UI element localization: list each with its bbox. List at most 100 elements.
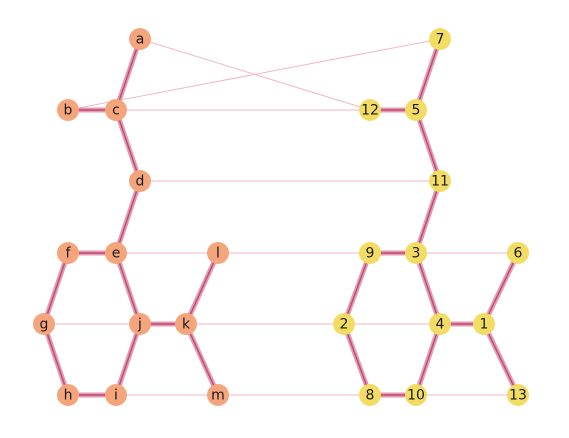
node-label-a: a [136, 32, 145, 48]
node-label-12: 12 [361, 103, 379, 119]
node-circle-a [129, 28, 151, 50]
node-3: 3 [405, 242, 427, 264]
node-label-g: g [40, 317, 49, 333]
node-circle-g [33, 313, 55, 335]
node-d: d [129, 170, 151, 192]
node-11: 11 [429, 170, 451, 192]
node-circle-j [129, 313, 151, 335]
node-label-i: i [114, 388, 118, 404]
node-circle-8 [359, 384, 381, 406]
node-label-d: d [136, 174, 145, 190]
edge-g-h [41, 321, 71, 398]
node-circle-2 [333, 313, 355, 335]
node-label-b: b [64, 103, 73, 119]
node-circle-4 [429, 313, 451, 335]
node-label-11: 11 [431, 174, 449, 190]
node-g: g [33, 313, 55, 335]
node-label-k: k [182, 317, 191, 333]
node-circle-6 [507, 242, 529, 264]
edge-11-3 [413, 178, 443, 256]
node-circle-9 [359, 242, 381, 264]
node-label-3: 3 [412, 246, 421, 262]
node-e: e [105, 242, 127, 264]
node-label-6: 6 [514, 246, 523, 262]
node-circle-e [105, 242, 127, 264]
edge-k-m [183, 321, 221, 398]
node-label-9: 9 [366, 246, 375, 262]
edges-layer [41, 36, 521, 398]
edge-e-j [113, 250, 143, 327]
edge-2-8 [341, 321, 373, 398]
node-circle-i [105, 384, 127, 406]
node-circle-f [57, 242, 79, 264]
edge-c-d [113, 107, 143, 184]
edge-k-l [183, 250, 221, 327]
node-circle-7 [429, 28, 451, 50]
node-label-1: 1 [480, 317, 489, 333]
node-label-e: e [112, 246, 121, 262]
node-h: h [57, 384, 79, 406]
node-label-c: c [112, 103, 120, 119]
node-circle-5 [405, 99, 427, 121]
node-label-m: m [211, 388, 225, 404]
edge-i-j [113, 321, 143, 398]
node-circle-13 [507, 384, 529, 406]
node-2: 2 [333, 313, 355, 335]
node-8: 8 [359, 384, 381, 406]
node-circle-1 [473, 313, 495, 335]
node-circle-10 [405, 384, 427, 406]
edge-1-13 [481, 321, 521, 398]
edge-b-7 [67, 38, 441, 111]
edge-9-2 [341, 250, 373, 327]
node-label-13: 13 [509, 388, 527, 404]
node-5: 5 [405, 99, 427, 121]
node-circle-3 [405, 242, 427, 264]
node-b: b [57, 99, 79, 121]
node-circle-b [57, 99, 79, 121]
node-label-4: 4 [436, 317, 445, 333]
node-label-7: 7 [436, 32, 445, 48]
node-4: 4 [429, 313, 451, 335]
edge-10-4 [413, 321, 443, 398]
edge-7-5 [413, 36, 443, 113]
node-10: 10 [405, 384, 427, 406]
node-circle-k [175, 313, 197, 335]
node-circle-d [129, 170, 151, 192]
node-7: 7 [429, 28, 451, 50]
node-circle-12 [359, 99, 381, 121]
node-f: f [57, 242, 79, 264]
node-12: 12 [359, 99, 381, 121]
node-l: l [207, 242, 229, 264]
edge-5-11 [413, 107, 443, 184]
node-9: 9 [359, 242, 381, 264]
node-circle-11 [429, 170, 451, 192]
node-1: 1 [473, 313, 495, 335]
node-label-10: 10 [407, 388, 425, 404]
node-label-j: j [137, 317, 142, 333]
edge-a-c [113, 36, 143, 113]
node-i: i [105, 384, 127, 406]
node-m: m [207, 384, 229, 406]
node-label-h: h [64, 388, 73, 404]
node-circle-h [57, 384, 79, 406]
node-j: j [129, 313, 151, 335]
edge-f-g [41, 250, 71, 327]
node-label-f: f [66, 246, 72, 262]
edge-1-6 [481, 250, 521, 327]
node-a: a [129, 28, 151, 50]
node-c: c [105, 99, 127, 121]
node-label-8: 8 [366, 388, 375, 404]
edge-3-4 [413, 250, 443, 327]
node-label-l: l [216, 246, 220, 262]
node-circle-m [207, 384, 229, 406]
node-circle-c [105, 99, 127, 121]
node-label-5: 5 [412, 103, 421, 119]
node-13: 13 [507, 384, 529, 406]
node-circle-l [207, 242, 229, 264]
edge-d-e [113, 178, 143, 256]
node-k: k [175, 313, 197, 335]
node-label-2: 2 [340, 317, 349, 333]
node-6: 6 [507, 242, 529, 264]
